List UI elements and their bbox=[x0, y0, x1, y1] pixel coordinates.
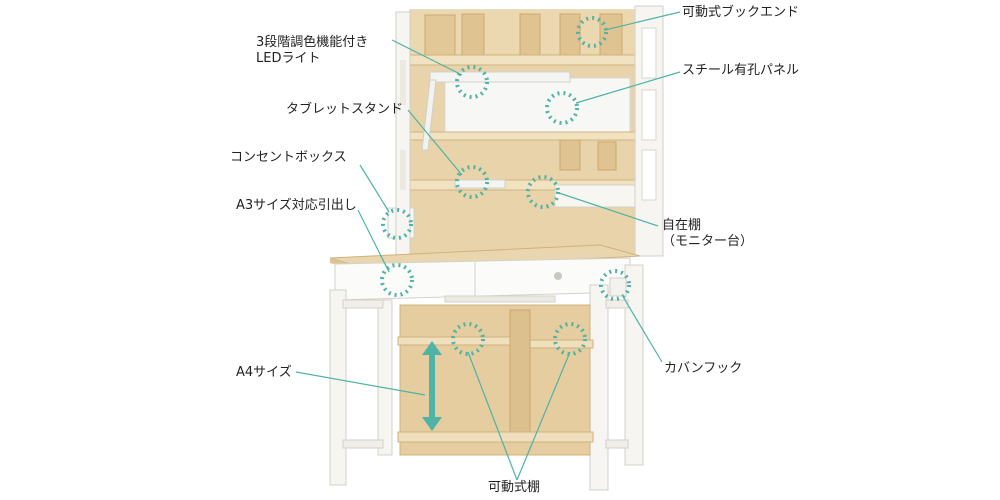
label-led-light: 3段階調色機能付き LEDライト bbox=[256, 35, 369, 66]
marker-steel-panel bbox=[545, 91, 579, 125]
bag-hook bbox=[609, 277, 627, 297]
desk-frame bbox=[329, 264, 644, 491]
label-outlet-box: コンセントボックス bbox=[230, 150, 347, 165]
marker-shelf-left bbox=[451, 322, 485, 356]
label-tablet-stand: タブレットスタンド bbox=[286, 102, 404, 117]
label-movable-shelf: 可動式棚 bbox=[488, 480, 541, 495]
steel-perforated-panel bbox=[444, 77, 631, 134]
marker-bag-hook bbox=[599, 269, 631, 301]
label-bookend: 可動式ブックエンド bbox=[682, 5, 800, 20]
marker-shelf-right bbox=[553, 322, 587, 356]
marker-tablet-stand bbox=[455, 165, 489, 199]
left-hutch-post bbox=[395, 11, 411, 261]
label-steel-panel: スチール有孔パネル bbox=[682, 63, 800, 78]
callout-markers bbox=[380, 16, 631, 356]
marker-drawer bbox=[380, 263, 414, 297]
a3-drawer bbox=[334, 257, 631, 303]
a4-height-arrow bbox=[422, 341, 442, 431]
led-light-bar bbox=[429, 71, 571, 83]
hutch bbox=[387, 9, 641, 256]
marker-monitor-shelf bbox=[526, 175, 560, 209]
label-free-shelf: 自在棚 （モニター台） bbox=[662, 218, 754, 249]
label-a4-size: A4サイズ bbox=[236, 365, 292, 380]
label-bag-hook: カバンフック bbox=[664, 361, 743, 376]
right-hutch-post bbox=[634, 5, 664, 257]
marker-led-light bbox=[455, 65, 489, 99]
label-a3-drawer: A3サイズ対応引出し bbox=[236, 198, 357, 213]
lower-bookcase bbox=[397, 304, 594, 456]
marker-bookend bbox=[576, 16, 608, 48]
marker-outlet-box bbox=[381, 208, 413, 240]
leader-lines bbox=[295, 11, 681, 481]
